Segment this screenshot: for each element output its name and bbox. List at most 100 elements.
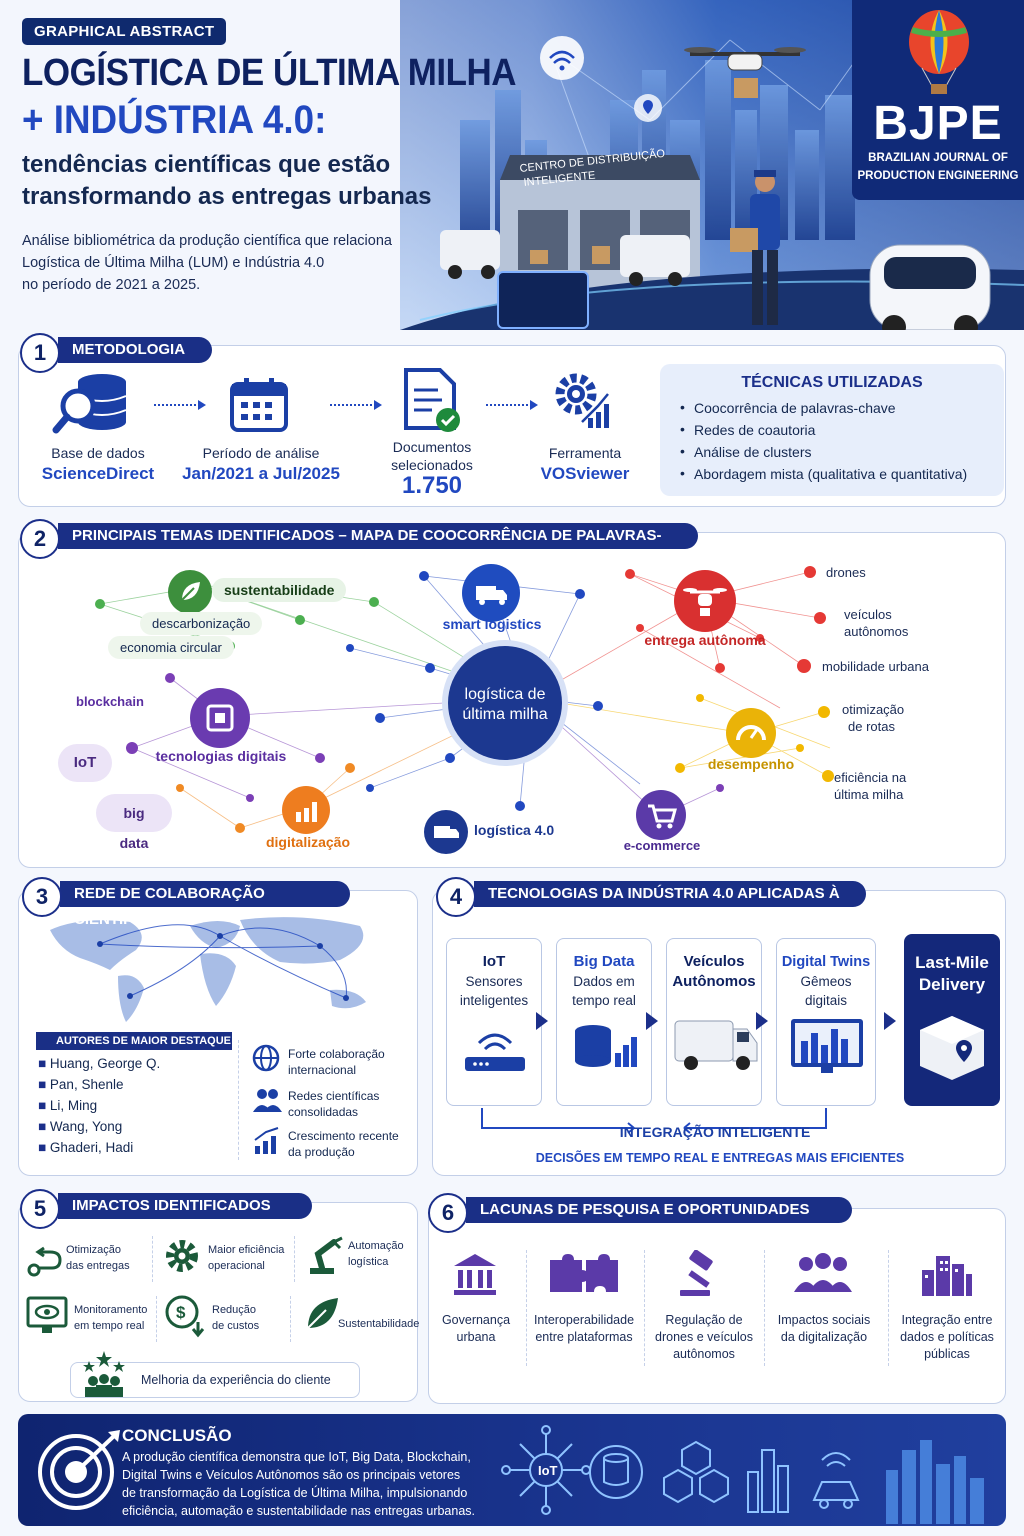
logo-text: BJPE xyxy=(873,97,1003,150)
kw-eficiencia-2: última milha xyxy=(834,787,904,802)
author-item: ■ Li, Ming xyxy=(38,1098,238,1119)
monitor-city-icon xyxy=(791,1019,863,1073)
fact-line: da produção xyxy=(288,1145,355,1159)
header-banner: CENTRO DE DISTRIBUIÇÃO INTELIGENTE GRAPH… xyxy=(0,0,1024,330)
client-experience-box: Melhoria da experiência do cliente xyxy=(70,1351,360,1398)
customer-stars-icon xyxy=(83,1351,125,1397)
gap-line: autônomos xyxy=(673,1347,735,1361)
integration-label: INTEGRAÇÃO INTELIGENTE xyxy=(619,1124,811,1140)
person-icon: ■ xyxy=(38,1056,47,1071)
globe-icon xyxy=(252,1044,280,1072)
subtitle-line1: tendências científicas que estão xyxy=(22,151,391,178)
base-de-dados-label: Base de dados xyxy=(51,445,145,461)
desc-line2: Logística de Última Milha (LUM) e Indúst… xyxy=(22,255,325,271)
impact-line: em tempo real xyxy=(74,1320,145,1332)
conclusion-title: CONCLUSÃO xyxy=(122,1426,232,1445)
central-label-2: última milha xyxy=(462,706,548,723)
gap-line: dados e políticas xyxy=(900,1330,994,1344)
tech-iot-card: IoT Sensores inteligentes xyxy=(446,938,542,1106)
subtitle-line2: transformando as entregas urbanas xyxy=(22,183,432,210)
impact-line: de custos xyxy=(212,1320,260,1332)
balloon-icon xyxy=(909,10,969,94)
impact-line: logística xyxy=(348,1256,389,1268)
section-4-number: 4 xyxy=(436,877,476,917)
package-pin-icon xyxy=(920,1016,984,1080)
tecnica-item: Análise de clusters xyxy=(676,443,1004,460)
document-check-icon xyxy=(404,368,460,432)
kw-entrega-autonoma: entrega autônoma xyxy=(644,632,766,648)
database-search-icon xyxy=(52,374,127,434)
divider xyxy=(888,1250,889,1366)
kw-logistica-40: logística 4.0 xyxy=(474,822,555,838)
decisions-label: DECISÕES EM TEMPO REAL E ENTREGAS MAIS E… xyxy=(535,1151,905,1165)
impact-line: Automação xyxy=(348,1240,404,1252)
gap-line: Interoperabilidade xyxy=(533,1313,635,1327)
gap-interoperabilidade: Interoperabilidade entre plataformas xyxy=(530,1312,638,1346)
government-building-icon xyxy=(454,1254,496,1295)
section-6-number: 6 xyxy=(428,1193,468,1233)
kw-drones: drones xyxy=(826,565,866,580)
arrow-right-icon xyxy=(536,1012,548,1030)
puzzle-icon xyxy=(550,1254,618,1292)
money-down-icon: $ xyxy=(165,1295,205,1338)
author-item: ■ Wang, Yong xyxy=(38,1119,238,1140)
desc-line3: no período de 2021 a 2025. xyxy=(22,277,201,293)
fact-line: Redes científicas xyxy=(288,1089,380,1103)
conclusion-iot-label: IoT xyxy=(538,1463,558,1478)
arrow-right-icon xyxy=(646,1012,658,1030)
impact-text: Sustentabilidade xyxy=(338,1318,420,1330)
central-node xyxy=(448,646,562,760)
impact-line: operacional xyxy=(208,1260,265,1272)
impact-line: Redução xyxy=(212,1304,257,1316)
person-icon: ■ xyxy=(38,1098,47,1113)
kw-ecommerce: e-commerce xyxy=(623,838,701,853)
gap-line: entre plataformas xyxy=(535,1330,633,1344)
tecnica-item: Redes de coautoria xyxy=(676,421,1004,438)
tecnicas-box: TÉCNICAS UTILIZADAS Coocorrência de pala… xyxy=(660,364,1004,496)
kw-digitalizacao: digitalização xyxy=(265,834,351,850)
author-item: ■ Pan, Shenle xyxy=(38,1077,238,1098)
calendar-icon xyxy=(230,378,288,432)
ferramenta-label: Ferramenta xyxy=(548,445,622,461)
robot-arm-icon xyxy=(310,1236,343,1274)
tech-title: Veículos xyxy=(683,953,745,970)
cart-icon xyxy=(636,790,686,840)
section-5-title: IMPACTOS IDENTIFICADOS xyxy=(58,1193,312,1219)
gap-line: Governança xyxy=(441,1313,511,1327)
tech-twins-card: Digital Twins Gêmeos digitais xyxy=(776,938,876,1106)
kw-eficiencia-1: eficiência na xyxy=(834,770,907,785)
flow-arrow xyxy=(330,400,382,410)
title-line1: LOGÍSTICA DE ÚLTIMA MILHA xyxy=(22,52,517,94)
divider xyxy=(238,1040,239,1160)
truck-icon xyxy=(462,564,520,622)
kw-veiculos-1: veículos xyxy=(844,607,892,622)
database-chart-icon xyxy=(575,1025,637,1067)
leaf-icon xyxy=(307,1298,338,1329)
tech-vehicles-card: Veículos Autônomos xyxy=(666,938,762,1106)
conclusion-line: A produção científica demonstra que IoT,… xyxy=(122,1450,471,1464)
gap-line: Regulação de xyxy=(665,1313,743,1327)
author-name: Wang, Yong xyxy=(49,1119,123,1134)
section-2-title: PRINCIPAIS TEMAS IDENTIFICADOS – MAPA DE… xyxy=(58,523,698,570)
section-1-title: METODOLOGIA xyxy=(58,337,212,363)
users-icon xyxy=(253,1089,282,1112)
last-mile-1: Last-Mile xyxy=(915,953,989,972)
gap-line: Impactos sociais xyxy=(777,1313,871,1327)
central-label-1: logística de xyxy=(464,686,546,703)
gap-line: públicas xyxy=(924,1347,970,1361)
documentos-value: 1.750 xyxy=(401,472,463,499)
tech-title: Digital Twins xyxy=(781,954,871,970)
logo-sub1: BRAZILIAN JOURNAL OF xyxy=(868,152,1008,164)
graphical-abstract-tag: GRAPHICAL ABSTRACT xyxy=(22,18,227,45)
section-3-title: REDE DE COLABORAÇÃO CIENTÍFICA xyxy=(60,881,350,928)
person-icon: ■ xyxy=(38,1140,47,1155)
tech-line: Gêmeos xyxy=(800,974,852,989)
delivery-truck-icon xyxy=(424,810,468,854)
documentos-label-1: Documentos xyxy=(392,439,472,455)
people-icon xyxy=(794,1253,852,1292)
